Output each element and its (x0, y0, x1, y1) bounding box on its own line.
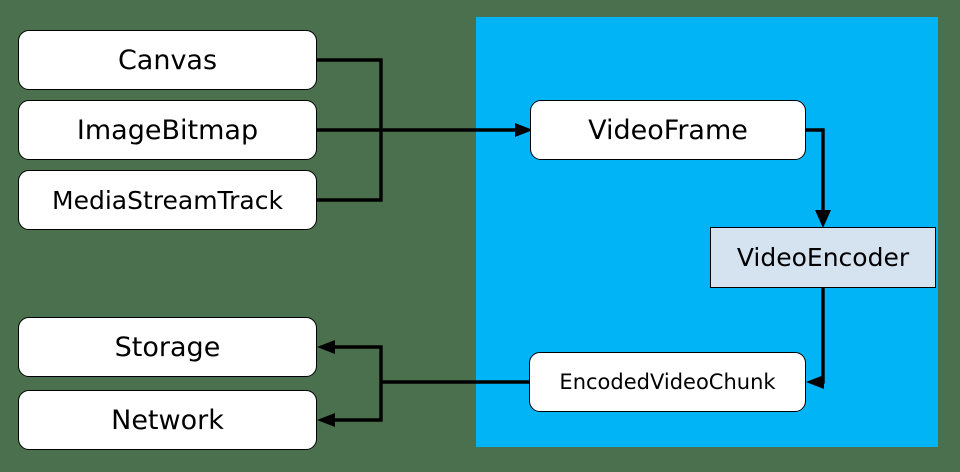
node-encodedvideochunk[interactable]: EncodedVideoChunk (529, 352, 806, 412)
node-imagebitmap[interactable]: ImageBitmap (18, 100, 317, 160)
edge-splitter-to-storage (326, 345, 383, 382)
node-storage[interactable]: Storage (18, 317, 317, 377)
node-canvas[interactable]: Canvas (18, 30, 317, 90)
node-videoframe[interactable]: VideoFrame (530, 100, 806, 160)
node-mediastreamtrack[interactable]: MediaStreamTrack (18, 170, 317, 230)
node-videoencoder[interactable]: VideoEncoder (710, 227, 936, 288)
node-network-label: Network (111, 404, 224, 436)
node-videoframe-label: VideoFrame (588, 114, 748, 146)
node-encodedvideochunk-label: EncodedVideoChunk (559, 369, 776, 394)
node-videoencoder-label: VideoEncoder (736, 243, 910, 272)
node-imagebitmap-label: ImageBitmap (76, 114, 259, 146)
node-network[interactable]: Network (18, 390, 317, 450)
node-canvas-label: Canvas (117, 44, 218, 76)
edge-canvas-to-junction (317, 58, 383, 130)
arrowhead-network (317, 413, 335, 427)
edge-mediastreamtrack-to-junction (317, 130, 383, 202)
node-mediastreamtrack-label: MediaStreamTrack (52, 185, 283, 215)
node-storage-label: Storage (114, 331, 221, 363)
arrowhead-storage (317, 340, 335, 354)
edge-splitter-to-network (326, 382, 383, 422)
